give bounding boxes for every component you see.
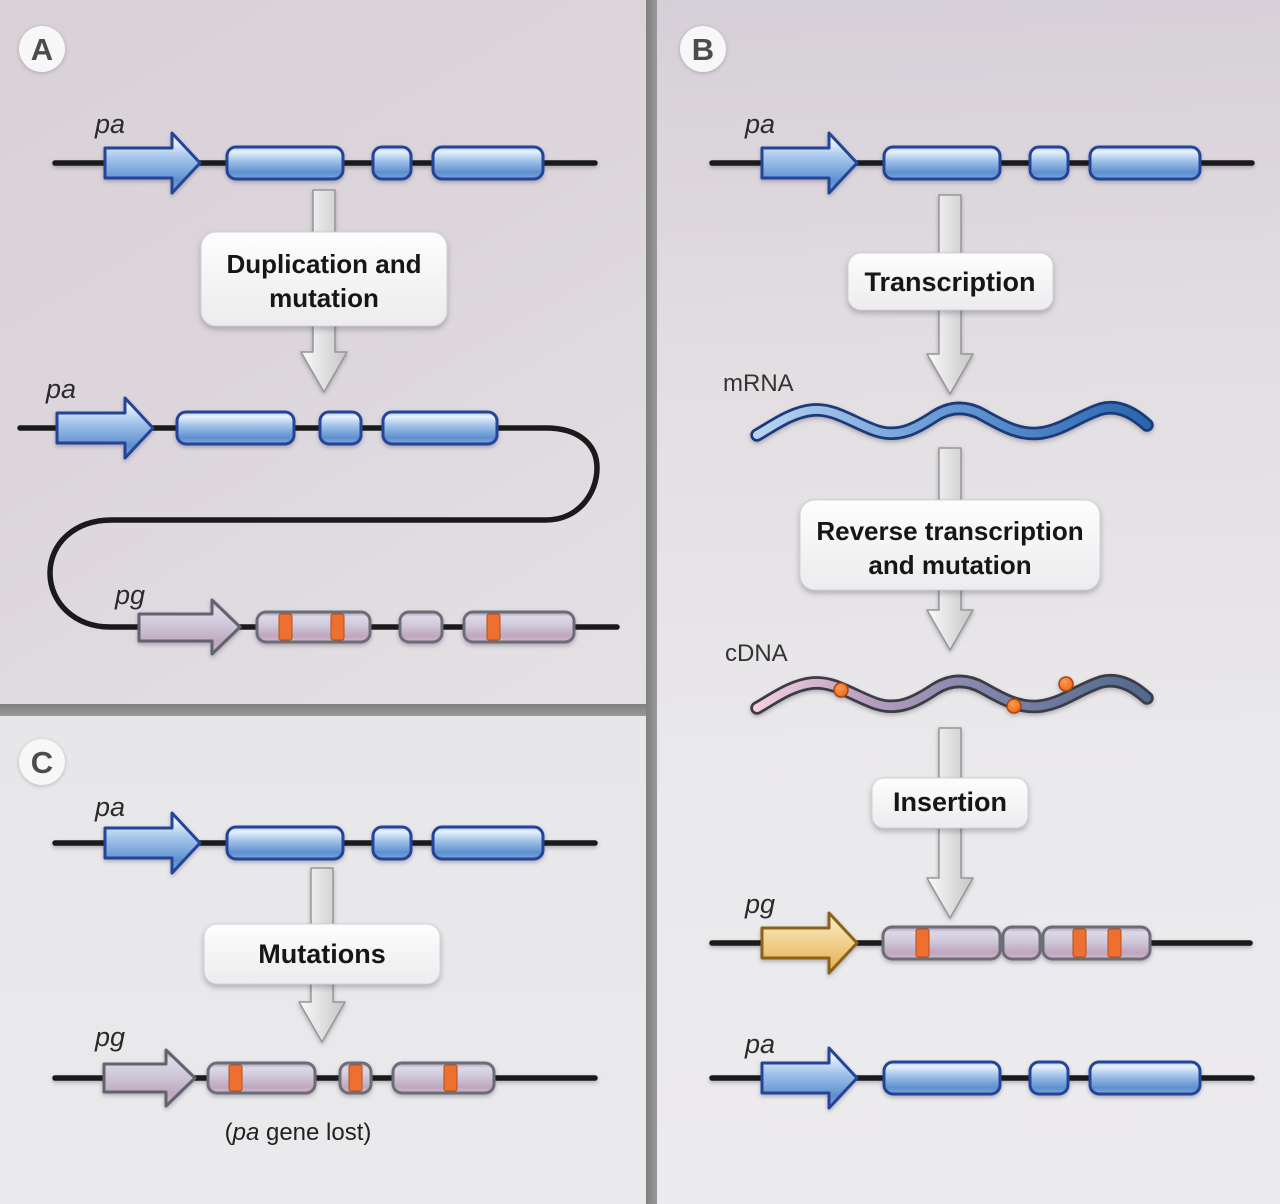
pseudogene-label-pg: pg bbox=[744, 889, 775, 919]
mutation-bar bbox=[348, 1064, 363, 1092]
mutation-bar bbox=[330, 613, 345, 641]
gene-label-pa: pa bbox=[94, 792, 125, 822]
svg-text:C: C bbox=[31, 745, 53, 780]
panel-a-badge: A bbox=[19, 26, 65, 72]
svg-text:Mutations: Mutations bbox=[258, 939, 386, 969]
mutation-bar bbox=[228, 1064, 243, 1092]
panel-c-badge: C bbox=[19, 739, 65, 785]
mutation-bar bbox=[278, 613, 293, 641]
gene-label-pa: pa bbox=[94, 109, 125, 139]
mutation-bar bbox=[915, 928, 930, 958]
gene-label-pa: pa bbox=[744, 109, 775, 139]
svg-text:Insertion: Insertion bbox=[893, 787, 1007, 817]
mutation-bar bbox=[486, 613, 501, 641]
panel-a: A pa Duplication and mutation pa bbox=[0, 0, 646, 704]
mrna-wave bbox=[757, 408, 1147, 435]
cdna-label: cDNA bbox=[725, 640, 788, 667]
svg-text:Transcription: Transcription bbox=[864, 267, 1035, 297]
gene-label-pa-duplicate: pa bbox=[45, 374, 76, 404]
panel-divider-horizontal bbox=[0, 704, 646, 716]
step-label-box-transcription: Transcription bbox=[847, 252, 1054, 311]
panel-b-badge: B bbox=[680, 26, 726, 72]
svg-text:mutation: mutation bbox=[269, 283, 379, 313]
step-label-box: Duplication and mutation bbox=[200, 231, 448, 327]
mutation-dot bbox=[833, 682, 849, 698]
mutation-bar bbox=[443, 1064, 458, 1092]
step-label-box: Mutations bbox=[203, 923, 441, 985]
parental-gene-row bbox=[55, 813, 595, 873]
panel-b: B pa Transcription mRNA bbox=[657, 0, 1280, 1204]
dna-loop-line bbox=[17, 425, 620, 630]
caption-pa-gene-lost: (pa gene lost) bbox=[225, 1119, 372, 1146]
svg-text:Reverse transcription: Reverse transcription bbox=[816, 516, 1083, 546]
mutation-dot bbox=[1058, 676, 1074, 692]
svg-text:and mutation: and mutation bbox=[868, 550, 1031, 580]
gene-label-pa-bottom: pa bbox=[744, 1029, 775, 1059]
cdna-wave bbox=[757, 677, 1147, 713]
pseudogene-label-pg: pg bbox=[94, 1022, 125, 1052]
pseudogene-row bbox=[137, 598, 576, 656]
pseudogene-row bbox=[52, 1048, 598, 1108]
parental-gene-row bbox=[55, 133, 595, 193]
panel-divider-vertical bbox=[646, 0, 657, 1204]
svg-text:B: B bbox=[692, 32, 714, 67]
pseudogene-label-pg: pg bbox=[114, 580, 145, 610]
processed-pseudogene-row bbox=[709, 911, 1253, 975]
parental-gene-row bbox=[712, 133, 1252, 193]
svg-text:A: A bbox=[31, 32, 53, 67]
step-label-box-reverse-transcription: Reverse transcription and mutation bbox=[799, 499, 1101, 591]
mutation-bar bbox=[1072, 928, 1087, 958]
mutation-dot bbox=[1006, 698, 1022, 714]
mrna-label: mRNA bbox=[723, 370, 794, 397]
mutation-bar bbox=[1107, 928, 1122, 958]
panel-c: C pa Mutations pg bbox=[0, 716, 646, 1204]
svg-text:Duplication and: Duplication and bbox=[227, 249, 422, 279]
step-label-box-insertion: Insertion bbox=[871, 777, 1029, 829]
duplicated-gene-row bbox=[55, 396, 499, 460]
parental-gene-row-bottom bbox=[712, 1048, 1252, 1108]
